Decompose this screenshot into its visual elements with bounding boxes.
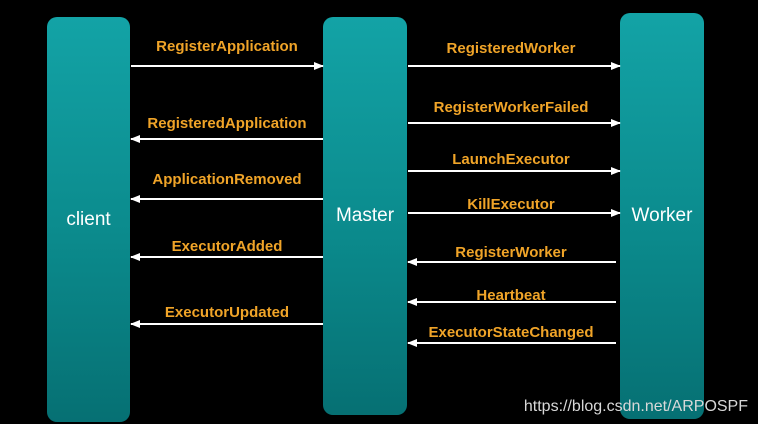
watermark: https://blog.csdn.net/ARPOSPF [523, 398, 748, 415]
worker-node: Worker [620, 13, 704, 419]
message-label: Heartbeat [476, 287, 546, 304]
worker-label: Worker [631, 205, 693, 226]
message-label: ExecutorAdded [171, 238, 283, 255]
master-label: Master [335, 205, 395, 226]
master-node: Master [323, 17, 407, 415]
message-label: RegisteredApplication [147, 115, 307, 132]
message-label: ApplicationRemoved [152, 171, 302, 188]
message-label: RegisterWorker [455, 244, 567, 261]
message-label: LaunchExecutor [452, 151, 570, 168]
message-label: ExecutorUpdated [164, 304, 290, 321]
client-node: client [47, 17, 130, 422]
message-label: ExecutorStateChanged [428, 324, 594, 341]
message-label: RegisterWorkerFailed [433, 99, 589, 116]
client-label: client [66, 208, 111, 230]
message-label: KillExecutor [467, 196, 555, 213]
message-label: RegisterApplication [156, 38, 298, 55]
message-label: RegisteredWorker [446, 40, 576, 57]
